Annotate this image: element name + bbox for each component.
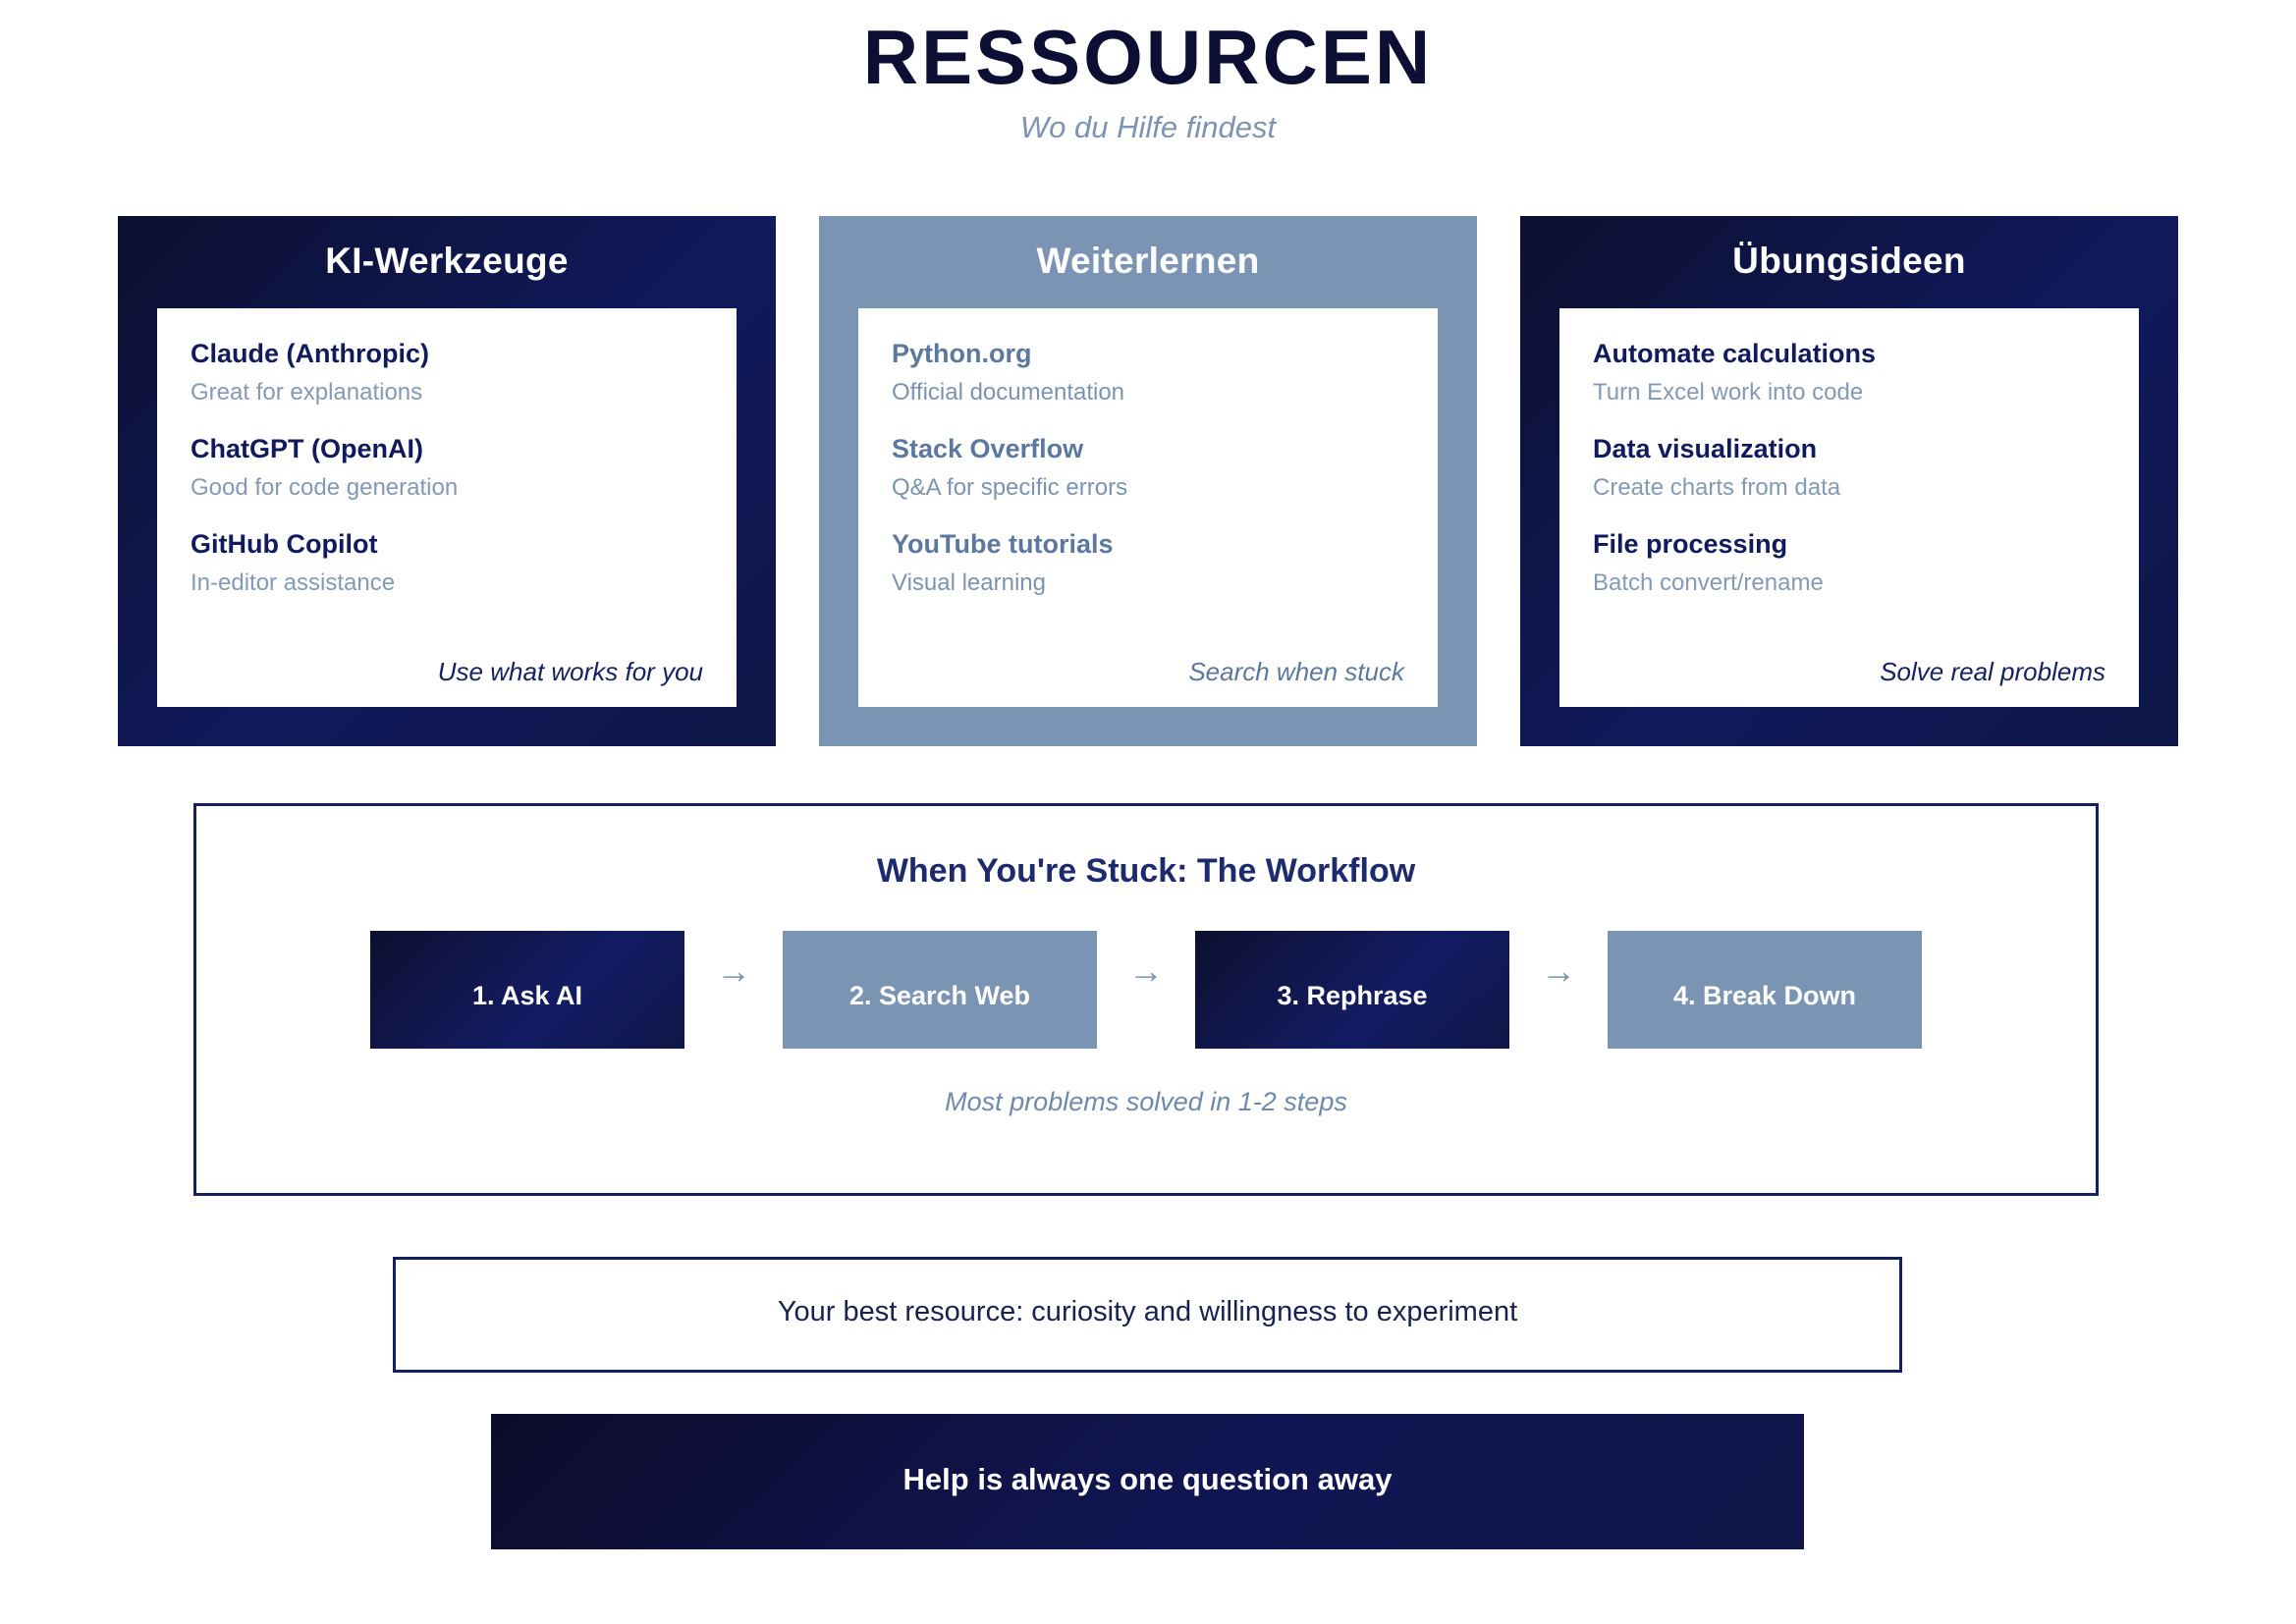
card-panel: Claude (Anthropic) Great for explanation… (157, 308, 737, 707)
cta-banner: Help is always one question away (491, 1414, 1804, 1549)
resource-subtitle: Q&A for specific errors (892, 473, 1128, 501)
resource-subtitle: Great for explanations (191, 379, 423, 406)
card-panel: Automate calculations Turn Excel work in… (1559, 308, 2139, 707)
resource-list: Python.org Official documentation Stack … (892, 338, 1404, 642)
arrow-right-icon: → (1541, 949, 1576, 991)
list-item[interactable]: Stack Overflow Q&A for specific errors (892, 433, 1404, 503)
workflow-step-2[interactable]: 2. Search Web (783, 930, 1097, 1049)
quote-box: Your best resource: curiosity and willin… (393, 1257, 1902, 1373)
resource-card-row: KI-Werkzeuge Claude (Anthropic) Great fo… (118, 216, 2178, 746)
resource-list: Automate calculations Turn Excel work in… (1593, 338, 2105, 642)
list-item[interactable]: GitHub Copilot In-editor assistance (191, 528, 703, 598)
resource-title: Python.org (892, 339, 1032, 369)
resource-subtitle: Turn Excel work into code (1593, 379, 1864, 406)
card-note: Use what works for you (437, 656, 703, 686)
resource-title: ChatGPT (OpenAI) (191, 434, 423, 464)
workflow-step-1[interactable]: 1. Ask AI (370, 930, 684, 1049)
resource-subtitle: Visual learning (892, 568, 1046, 596)
arrow-right-icon: → (1128, 949, 1164, 991)
resource-title: Data visualization (1593, 434, 1818, 464)
resource-title: Stack Overflow (892, 434, 1084, 464)
list-item[interactable]: Claude (Anthropic) Great for explanation… (191, 338, 703, 407)
resource-card-ki-werkzeuge: KI-Werkzeuge Claude (Anthropic) Great fo… (118, 216, 776, 746)
page-subtitle: Wo du Hilfe findest (1019, 110, 1277, 145)
resource-subtitle: In-editor assistance (191, 568, 396, 596)
workflow-step-4[interactable]: 4. Break Down (1608, 930, 1922, 1049)
resource-subtitle: Create charts from data (1593, 473, 1841, 501)
card-note: Search when stuck (1188, 656, 1404, 686)
list-item[interactable]: File processing Batch convert/rename (1593, 528, 2105, 598)
card-note: Solve real problems (1880, 656, 2105, 686)
resource-title: Automate calculations (1593, 339, 1877, 369)
workflow-panel: When You're Stuck: The Workflow 1. Ask A… (193, 803, 2099, 1196)
resource-title: YouTube tutorials (892, 528, 1114, 559)
card-heading: Weiterlernen (1036, 241, 1260, 281)
card-heading: Übungsideen (1732, 241, 1966, 281)
arrow-right-icon: → (716, 949, 751, 991)
cta-text: Help is always one question away (902, 1462, 1393, 1496)
workflow-note: Most problems solved in 1-2 steps (945, 1086, 1347, 1116)
workflow-steps: 1. Ask AI → 2. Search Web → 3. Rephrase … (196, 930, 2096, 1049)
resource-title: File processing (1593, 528, 1788, 559)
resource-list: Claude (Anthropic) Great for explanation… (191, 338, 703, 642)
card-panel: Python.org Official documentation Stack … (858, 308, 1438, 707)
resource-title: Claude (Anthropic) (191, 339, 429, 369)
list-item[interactable]: ChatGPT (OpenAI) Good for code generatio… (191, 433, 703, 503)
resource-subtitle: Good for code generation (191, 473, 459, 501)
resource-subtitle: Official documentation (892, 379, 1125, 406)
list-item[interactable]: Automate calculations Turn Excel work in… (1593, 338, 2105, 407)
resource-card-weiterlernen: Weiterlernen Python.org Official documen… (819, 216, 1477, 746)
quote-text: Your best resource: curiosity and willin… (777, 1296, 1518, 1327)
list-item[interactable]: Python.org Official documentation (892, 338, 1404, 407)
list-item[interactable]: Data visualization Create charts from da… (1593, 433, 2105, 503)
resource-title: GitHub Copilot (191, 528, 378, 559)
page-header: RESSOURCEN Wo du Hilfe findest (0, 0, 2296, 144)
card-heading: KI-Werkzeuge (325, 241, 569, 281)
resource-card-uebungsideen: Übungsideen Automate calculations Turn E… (1520, 216, 2178, 746)
resource-subtitle: Batch convert/rename (1593, 568, 1824, 596)
workflow-title: When You're Stuck: The Workflow (876, 852, 1416, 890)
list-item[interactable]: YouTube tutorials Visual learning (892, 528, 1404, 598)
workflow-step-3[interactable]: 3. Rephrase (1195, 930, 1509, 1049)
page-title: RESSOURCEN (862, 14, 1434, 100)
